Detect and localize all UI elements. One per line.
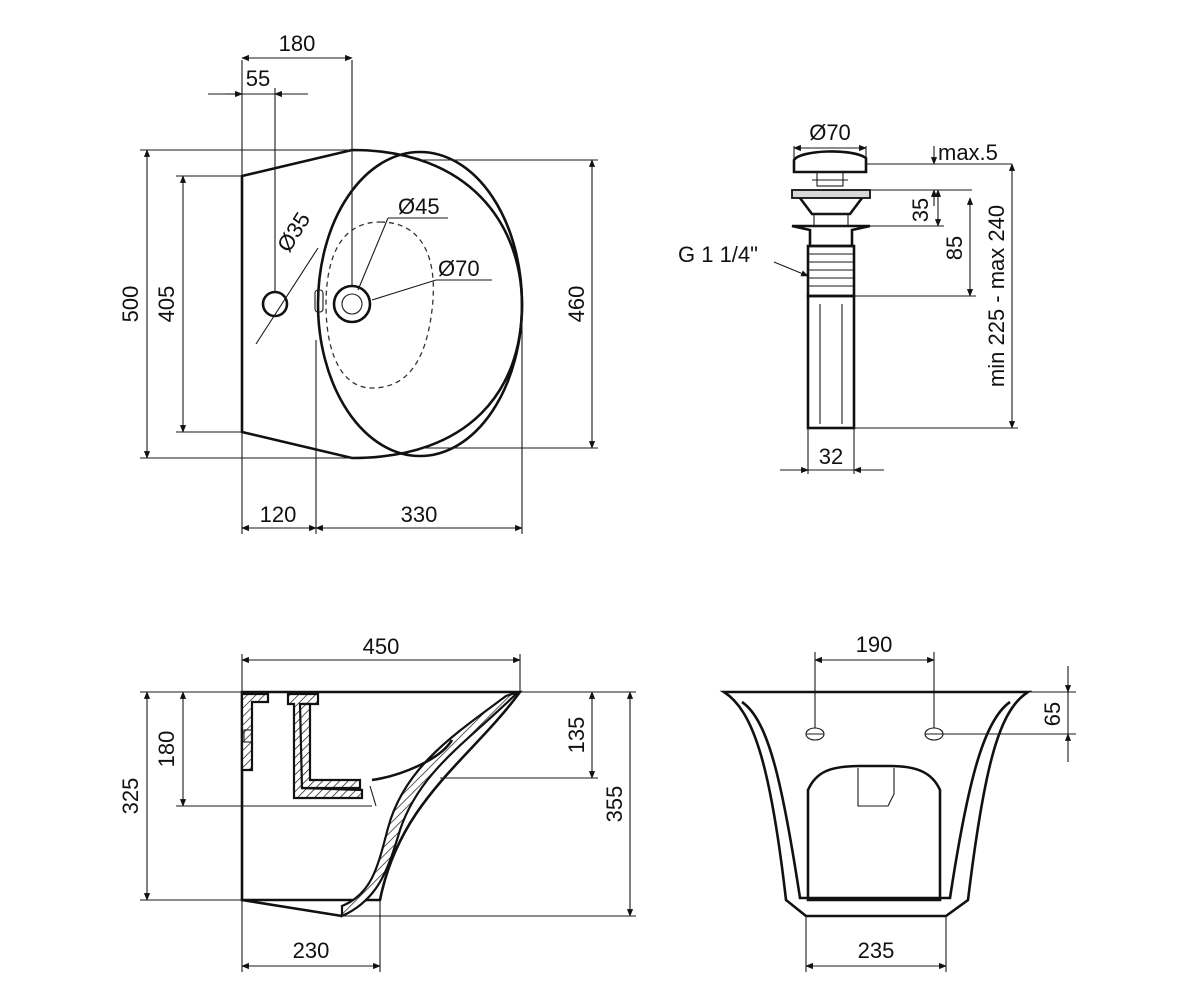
dim-450: 450 — [363, 634, 400, 659]
basin-plan-outline — [240, 148, 524, 460]
drain-flange — [791, 189, 871, 199]
dim-180-top: 180 — [279, 31, 316, 56]
dim-d70-drain: Ø70 — [809, 120, 851, 145]
dim-135: 135 — [564, 717, 589, 754]
dim-55: 55 — [246, 66, 270, 91]
dim-180-side: 180 — [154, 731, 179, 768]
dim-190: 190 — [856, 632, 893, 657]
drain-thread — [806, 244, 856, 298]
drain-view: Ø70 max.5 35 85 min 225 - max 240 G 1 1/… — [678, 120, 1018, 474]
dim-230: 230 — [293, 938, 330, 963]
dim-325: 325 — [118, 778, 143, 815]
dim-max5: max.5 — [938, 140, 998, 165]
drain-inner — [341, 293, 363, 315]
back-view: 190 65 235 — [719, 632, 1076, 972]
dim-460: 460 — [564, 286, 589, 323]
side-back-hatch — [240, 692, 270, 772]
drain-stem — [816, 171, 844, 187]
dim-355: 355 — [602, 786, 627, 823]
thread-label: G 1 1/4" — [678, 242, 758, 267]
dim-85: 85 — [942, 236, 967, 260]
side-channel-hatch — [286, 692, 364, 800]
drain-pipe — [806, 294, 856, 430]
drain-cap — [792, 150, 868, 174]
bowl-rim — [316, 150, 524, 458]
side-view: 450 180 325 135 355 230 — [118, 634, 636, 972]
overflow-slot — [314, 289, 324, 313]
top-view: 180 55 Ø35 Ø45 Ø70 500 405 460 — [118, 31, 598, 534]
dim-330: 330 — [401, 502, 438, 527]
dim-35: 35 — [908, 198, 933, 222]
dim-d70-top: Ø70 — [438, 256, 480, 281]
back-outline — [719, 690, 1033, 918]
back-recess — [806, 764, 942, 902]
dim-500: 500 — [118, 286, 143, 323]
dim-235: 235 — [858, 938, 895, 963]
dim-120: 120 — [260, 502, 297, 527]
dim-range: min 225 - max 240 — [984, 205, 1009, 387]
dim-32: 32 — [819, 444, 843, 469]
dim-405: 405 — [154, 286, 179, 323]
bowl-inner-dashed — [325, 221, 435, 389]
dim-65: 65 — [1040, 702, 1065, 726]
dim-d45: Ø45 — [398, 194, 440, 219]
